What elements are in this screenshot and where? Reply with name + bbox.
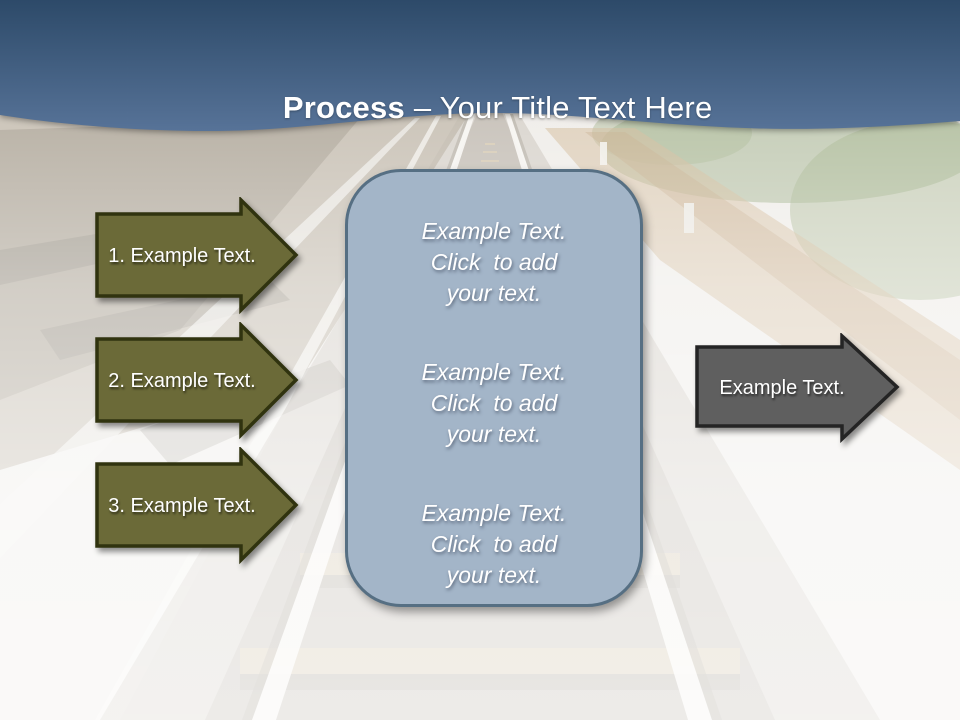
- result-arrow[interactable]: Example Text.: [694, 333, 900, 443]
- process-arrow-2[interactable]: 2. Example Text.: [94, 322, 300, 440]
- result-arrow-label: Example Text.: [719, 376, 845, 399]
- right-arrow-shape-icon: [95, 447, 299, 565]
- slide-title-rest: – Your Title Text Here: [413, 90, 713, 125]
- process-arrow-1-label: 1. Example Text.: [108, 244, 256, 267]
- process-arrow-2-label: 2. Example Text.: [108, 369, 256, 392]
- right-arrow-shape-icon: [695, 333, 900, 443]
- right-arrow-shape-icon: [95, 322, 299, 440]
- center-text-panel[interactable]: Example Text. Click to add your text. Ex…: [345, 169, 643, 607]
- process-arrow-3-label: 3. Example Text.: [108, 494, 256, 517]
- process-arrow-1[interactable]: 1. Example Text.: [94, 197, 300, 315]
- slide-title-emphasis: Process: [282, 90, 405, 125]
- panel-paragraph-1[interactable]: Example Text. Click to add your text.: [421, 218, 567, 306]
- right-arrow-shape-icon: [95, 197, 299, 315]
- process-arrow-3[interactable]: 3. Example Text.: [94, 447, 300, 565]
- slide-title[interactable]: Process– Your Title Text Here: [0, 54, 960, 162]
- header-band: [0, 0, 960, 132]
- panel-paragraph-2[interactable]: Example Text. Click to add your text.: [421, 359, 567, 447]
- panel-paragraph-3[interactable]: Example Text. Click to add your text.: [421, 500, 567, 588]
